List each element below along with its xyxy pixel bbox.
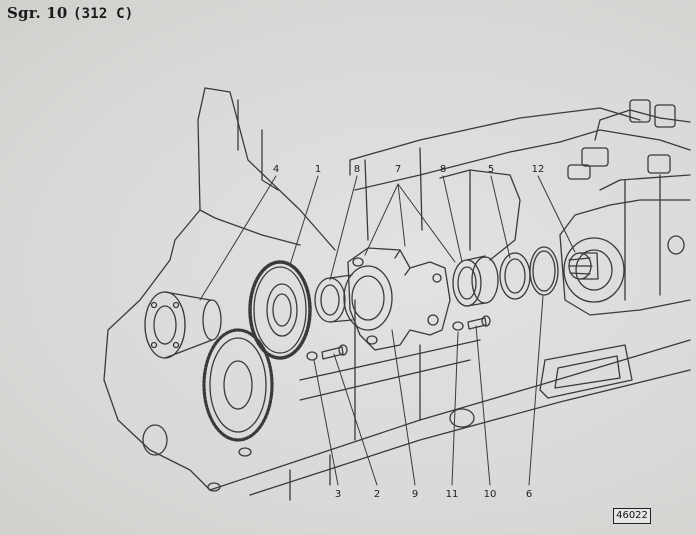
thrust-ring-10: [499, 252, 531, 300]
callout-labels-bottom: 3 2 9 11 10 6: [335, 489, 532, 500]
leader-lines: [199, 175, 576, 486]
hub-sleeve-4: [144, 291, 222, 359]
callout-4: 4: [273, 164, 279, 175]
bearing-8: [314, 274, 353, 323]
bearing-flange-7: [343, 247, 451, 351]
bearing-5: [452, 255, 499, 307]
callout-labels-top: 4 1 8 7 8 5 12: [273, 164, 545, 175]
drive-gear-1: [248, 260, 312, 360]
injection-pump: [559, 99, 691, 316]
timing-gear-lower: [202, 328, 274, 442]
callout-10: 10: [484, 489, 497, 500]
washer-screw-right: [452, 315, 491, 331]
callout-9: 9: [412, 489, 418, 500]
section-group: Sgr. 10: [7, 4, 68, 22]
callout-6: 6: [526, 489, 532, 500]
callout-5: 5: [488, 164, 494, 175]
page-title: Sgr. 10 (312 C): [7, 4, 133, 22]
callout-11: 11: [446, 489, 459, 500]
pump-coupling-12: [568, 252, 599, 280]
figure-number: 46022: [613, 508, 651, 524]
model-code: (312 C): [73, 6, 134, 22]
callout-8-right: 8: [440, 164, 446, 175]
callout-12: 12: [532, 164, 545, 175]
callout-1: 1: [315, 164, 321, 175]
callout-8-left: 8: [354, 164, 360, 175]
callout-2: 2: [374, 489, 380, 500]
washer-screw-left: [306, 344, 348, 361]
callout-3: 3: [335, 489, 341, 500]
engine-block: [103, 87, 691, 501]
snap-ring-6: [529, 246, 559, 296]
callout-7: 7: [395, 164, 401, 175]
